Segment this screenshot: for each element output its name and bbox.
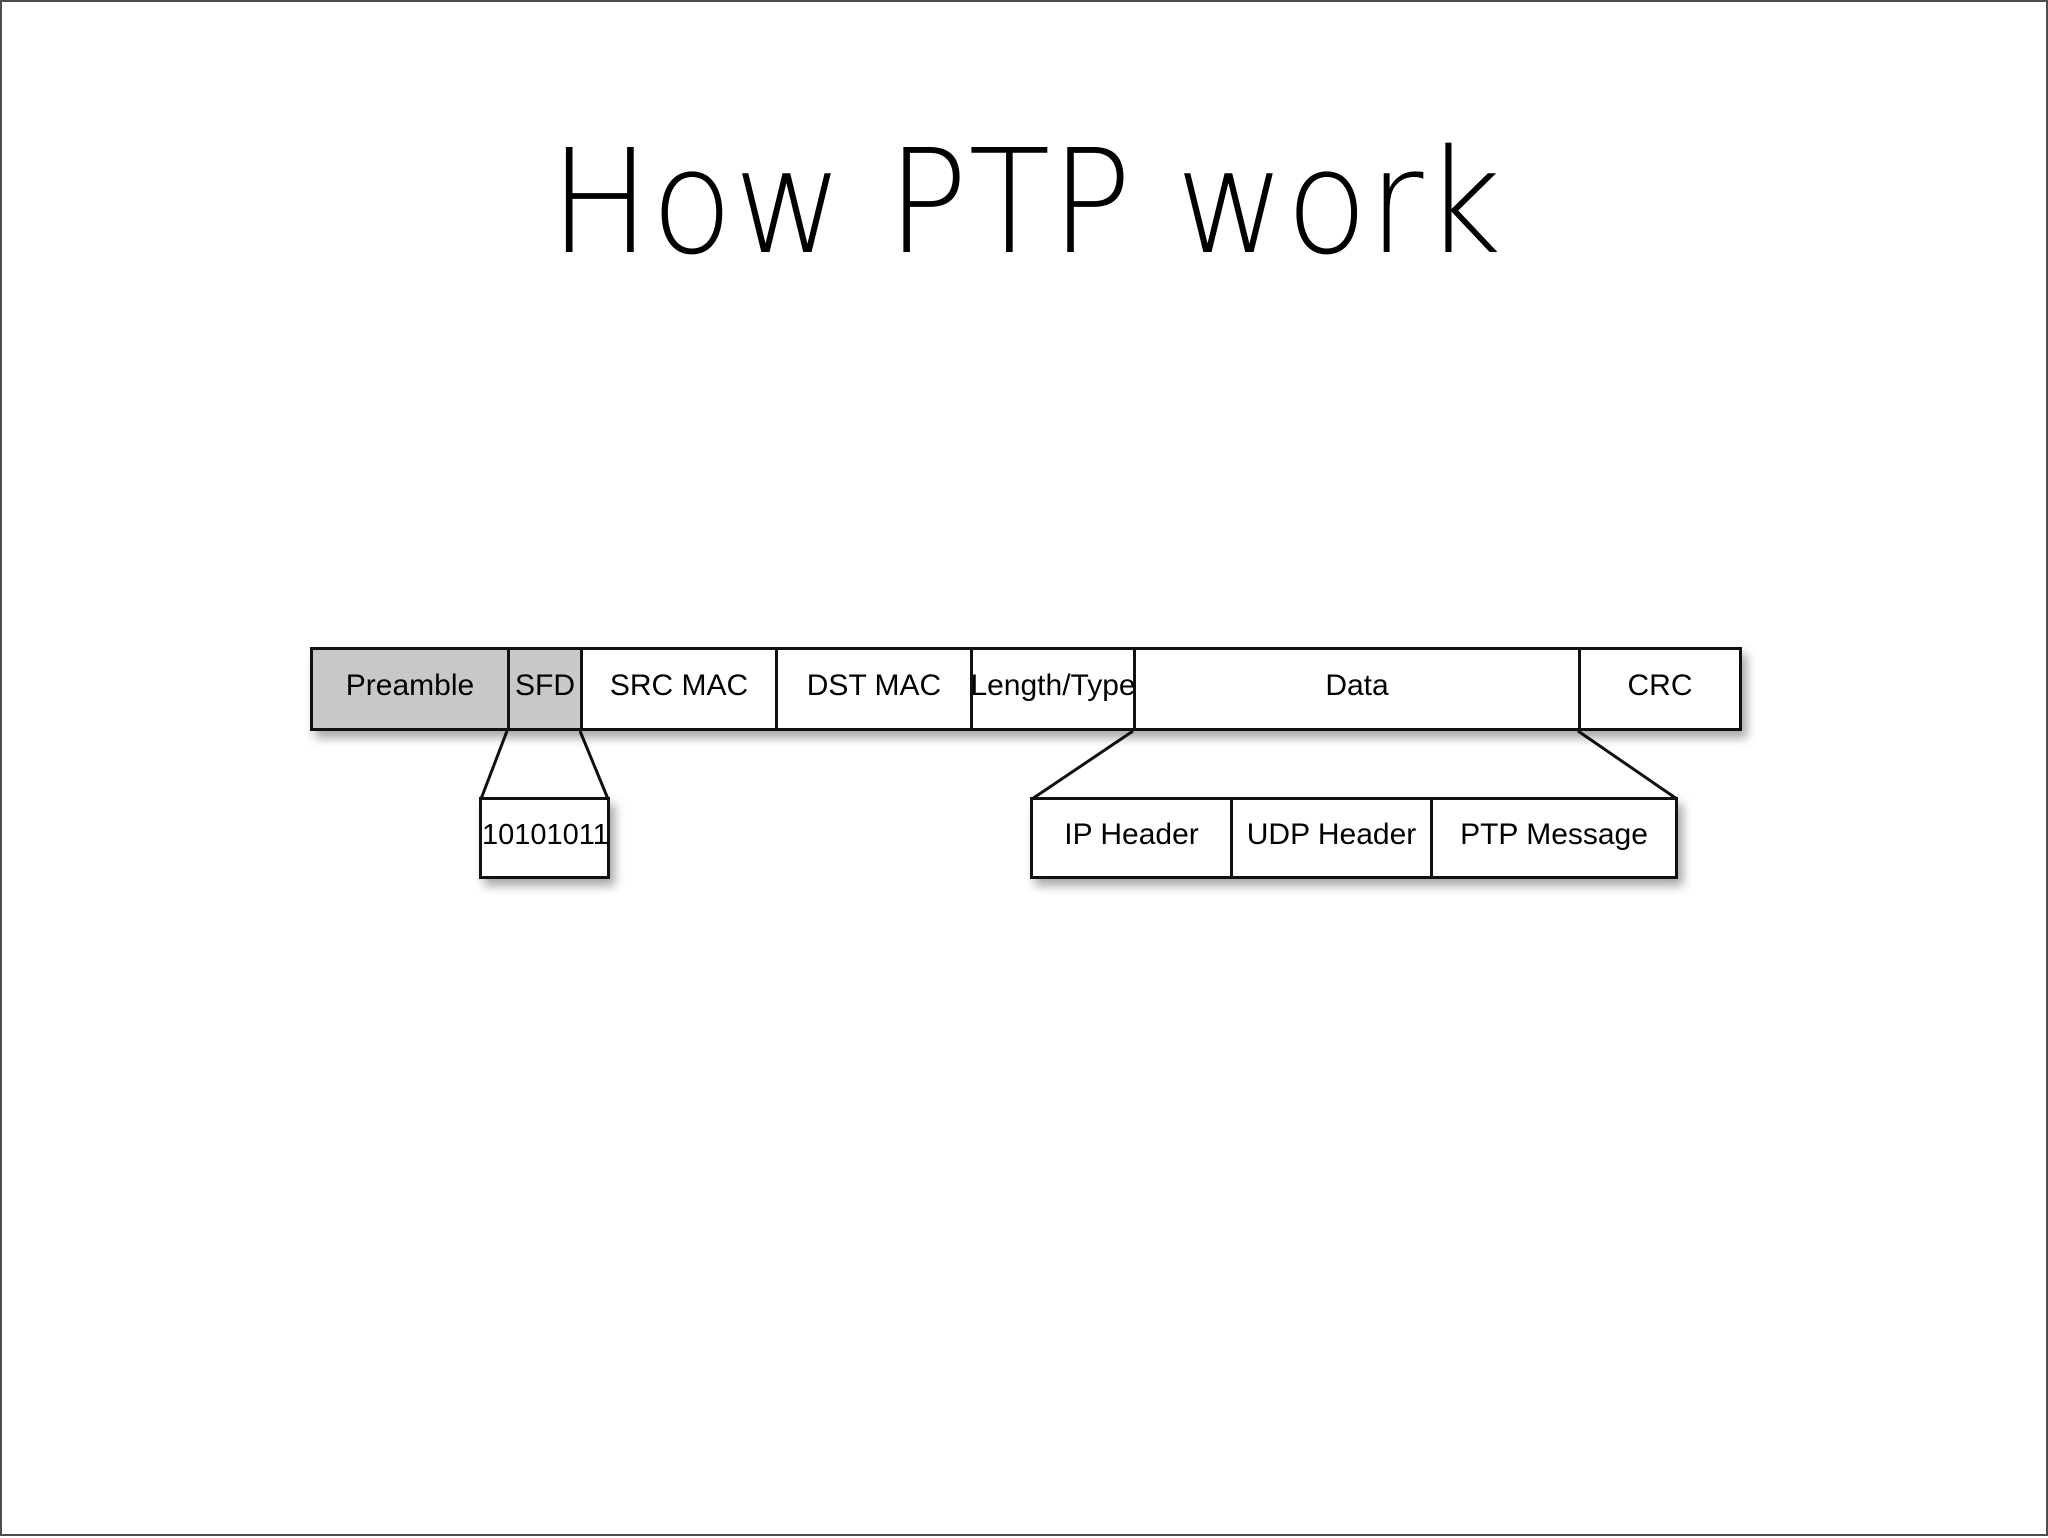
payload-field-label: UDP Header	[1246, 818, 1417, 851]
frame-field-crc[interactable]: CRC	[1581, 650, 1739, 728]
payload-field-label: PTP Message	[1460, 818, 1648, 851]
frame-field-label: DST MAC	[806, 669, 942, 702]
ethernet-frame-row: Preamble SFD SRC MAC DST MAC Length/Type…	[310, 647, 1742, 731]
frame-field-label: SRC MAC	[609, 669, 749, 702]
frame-field-label: Data	[1325, 669, 1389, 702]
frame-field-preamble[interactable]: Preamble	[313, 650, 510, 728]
sfd-bit-pattern-label: 10101011	[482, 818, 609, 851]
frame-field-label: Preamble	[345, 669, 475, 702]
page-title: How PTP work	[549, 118, 1503, 286]
payload-field-udp-header[interactable]: UDP Header	[1233, 800, 1433, 876]
frame-field-sfd[interactable]: SFD	[510, 650, 583, 728]
payload-field-label: IP Header	[1064, 818, 1199, 851]
frame-field-label: CRC	[1627, 669, 1693, 702]
frame-field-label: SFD	[515, 669, 575, 702]
payload-field-ip-header[interactable]: IP Header	[1033, 800, 1233, 876]
frame-field-dst-mac[interactable]: DST MAC	[778, 650, 973, 728]
frame-field-data[interactable]: Data	[1136, 650, 1581, 728]
sfd-detail-callout: 10101011	[479, 797, 610, 879]
data-detail-callout: IP Header UDP Header PTP Message	[1030, 797, 1678, 879]
sfd-bit-pattern: 10101011	[482, 800, 609, 876]
frame-field-length-type[interactable]: Length/Type	[970, 650, 1136, 728]
payload-field-ptp-message[interactable]: PTP Message	[1433, 800, 1675, 876]
frame-field-src-mac[interactable]: SRC MAC	[583, 650, 778, 728]
frame-field-label: Length/Type	[970, 669, 1136, 702]
